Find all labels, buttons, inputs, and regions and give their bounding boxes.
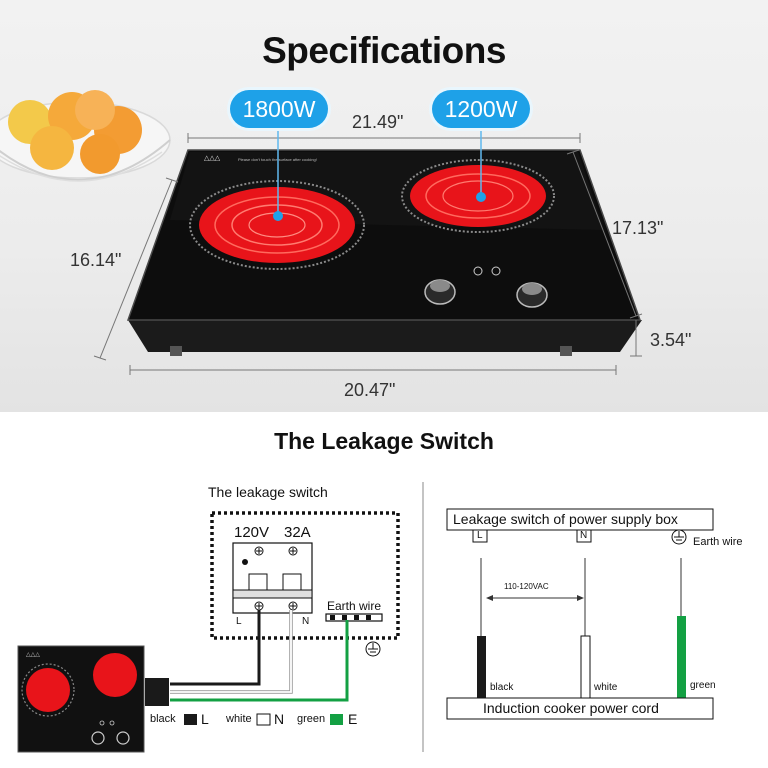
svg-text:△△△: △△△ xyxy=(26,651,40,658)
bottom-width-dimension: 20.47" xyxy=(344,380,396,400)
left-depth-dimension: 16.14" xyxy=(70,250,122,270)
power-cord-label: Induction cooker power cord xyxy=(483,700,659,716)
legend-n-label: N xyxy=(274,711,285,727)
legend-green-label: green xyxy=(297,713,326,725)
legend-l-label: L xyxy=(201,711,209,727)
top-width-dimension: 21.49" xyxy=(352,112,404,132)
voltage-range-label: 110-120VAC xyxy=(504,582,549,591)
specifications-section: Specifications △△△ xyxy=(0,0,768,412)
section-title: The Leakage Switch xyxy=(274,428,494,454)
height-dimension: 3.54" xyxy=(650,330,692,350)
cooktop-image: △△△ xyxy=(93,128,643,375)
svg-text:△△△: △△△ xyxy=(204,154,221,162)
left-burner-power-badge: 1800W xyxy=(230,90,328,128)
breaker-voltage-label: 120V xyxy=(234,524,270,541)
supply-terminal-n: N xyxy=(580,530,588,541)
breaker-terminal-l: L xyxy=(236,616,242,627)
wire-black-label: black xyxy=(490,682,514,693)
legend-white-label: white xyxy=(226,713,252,725)
legend-black-label: black xyxy=(150,713,176,725)
leakage-switch-caption: The leakage switch xyxy=(208,484,328,500)
power-supply-box-label: Leakage switch of power supply box xyxy=(453,511,678,527)
supply-earth-wire-label: Earth wire xyxy=(693,536,743,548)
breaker-terminal-n: N xyxy=(302,616,310,627)
legend-e-label: E xyxy=(348,711,358,727)
earth-wire-label: Earth wire xyxy=(327,599,382,613)
right-burner-power-badge: 1200W xyxy=(432,90,530,128)
fruit-bowl-image xyxy=(0,90,171,182)
breaker-current-label: 32A xyxy=(284,524,311,541)
supply-terminal-l: L xyxy=(477,530,483,541)
page-title: Specifications xyxy=(262,30,506,71)
right-depth-dimension: 17.13" xyxy=(612,218,664,238)
wire-green-label: green xyxy=(690,680,716,691)
wire-white-label: white xyxy=(594,682,618,693)
cooktop-panel-text: Please don't touch the surface after coo… xyxy=(238,157,317,162)
